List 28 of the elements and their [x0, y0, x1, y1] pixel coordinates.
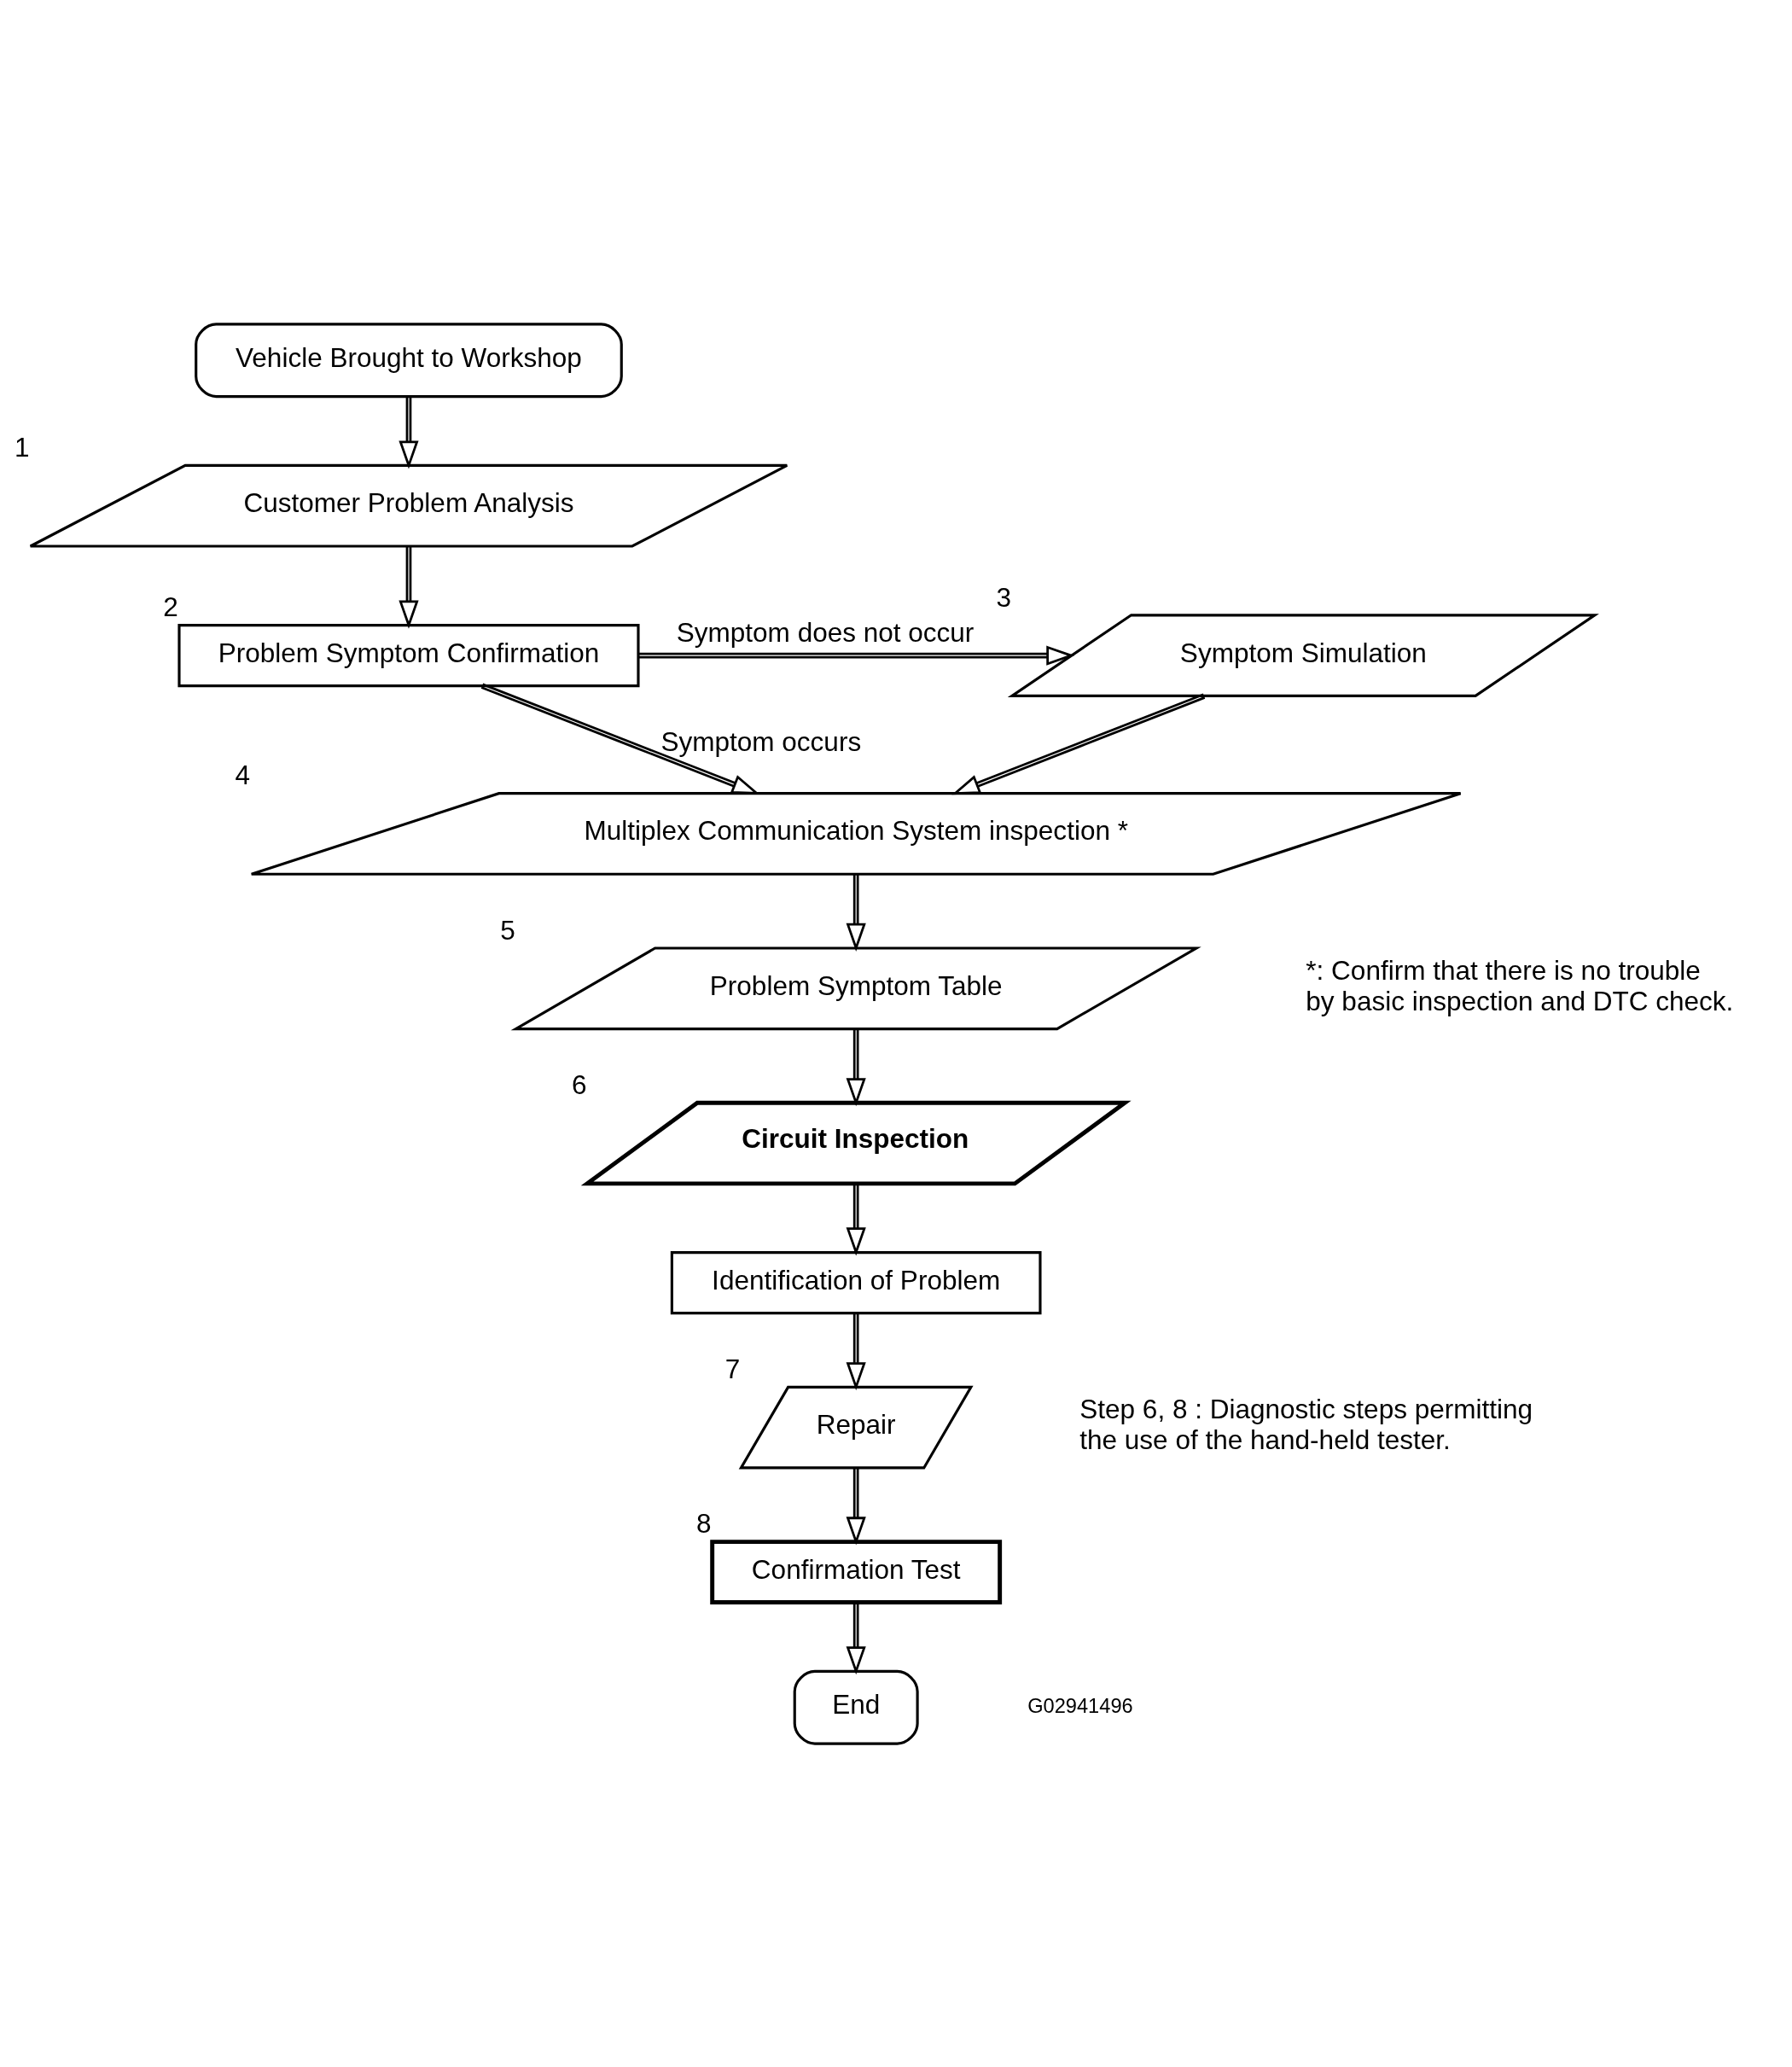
arrow: [846, 1184, 866, 1255]
arrow: [846, 874, 866, 952]
node-label: 5: [500, 914, 515, 946]
node-box: Confirmation Test: [710, 1539, 1003, 1604]
arrow: [846, 1313, 866, 1390]
node-label: 8: [696, 1507, 712, 1539]
arrow: [399, 546, 419, 629]
arrow: [846, 1468, 866, 1545]
label: Step 6, 8 : Diagnostic steps permitting the use of the hand-held tester.: [1079, 1393, 1533, 1455]
node-box: Vehicle Brought to Workshop: [195, 322, 623, 398]
node-box: Identification of Problem: [670, 1250, 1042, 1314]
edge-label: Symptom does not occur: [676, 616, 975, 648]
node-box: Problem Symptom Confirmation: [177, 623, 640, 687]
arrow: [846, 1028, 866, 1106]
arrow: [846, 1602, 866, 1674]
node-box: End: [793, 1669, 919, 1745]
node-label: 6: [571, 1068, 587, 1100]
arrow: [951, 692, 1206, 795]
label: G02941496: [1027, 1694, 1133, 1717]
arrow: [638, 645, 1075, 666]
label: *: Confirm that there is no trouble by basic inspection and DTC check.: [1306, 954, 1734, 1016]
node-label: 3: [996, 581, 1012, 613]
arrow: [399, 396, 419, 469]
edge-label: Symptom occurs: [660, 725, 862, 757]
node-label: 4: [235, 759, 251, 790]
node-label: 7: [724, 1353, 741, 1384]
node-label: 1: [15, 431, 30, 463]
node-label: 2: [163, 591, 178, 622]
